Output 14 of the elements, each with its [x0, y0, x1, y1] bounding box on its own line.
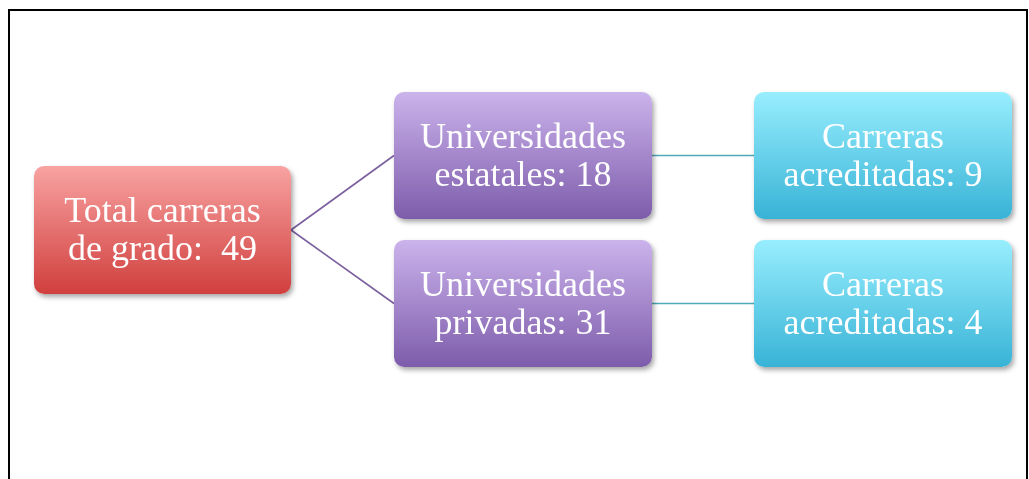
rounded-box [34, 166, 291, 294]
box-label: Universidades estatales: 18 [419, 117, 627, 194]
box-label: Total carreras de grado: 49 [63, 192, 262, 268]
rounded-box [754, 92, 1012, 219]
connector-line [651, 154, 755, 157]
rounded-box [754, 240, 1012, 367]
rounded-box [394, 240, 652, 367]
rounded-box [394, 92, 652, 219]
connector-line [651, 302, 755, 305]
box-label: Universidades privadas: 31 [419, 265, 627, 342]
connector-line [290, 154, 395, 231]
connector-line [290, 229, 395, 305]
box-label: Carreras acreditadas: 9 [782, 117, 984, 194]
box-label: Carreras acreditadas: 4 [782, 265, 984, 342]
